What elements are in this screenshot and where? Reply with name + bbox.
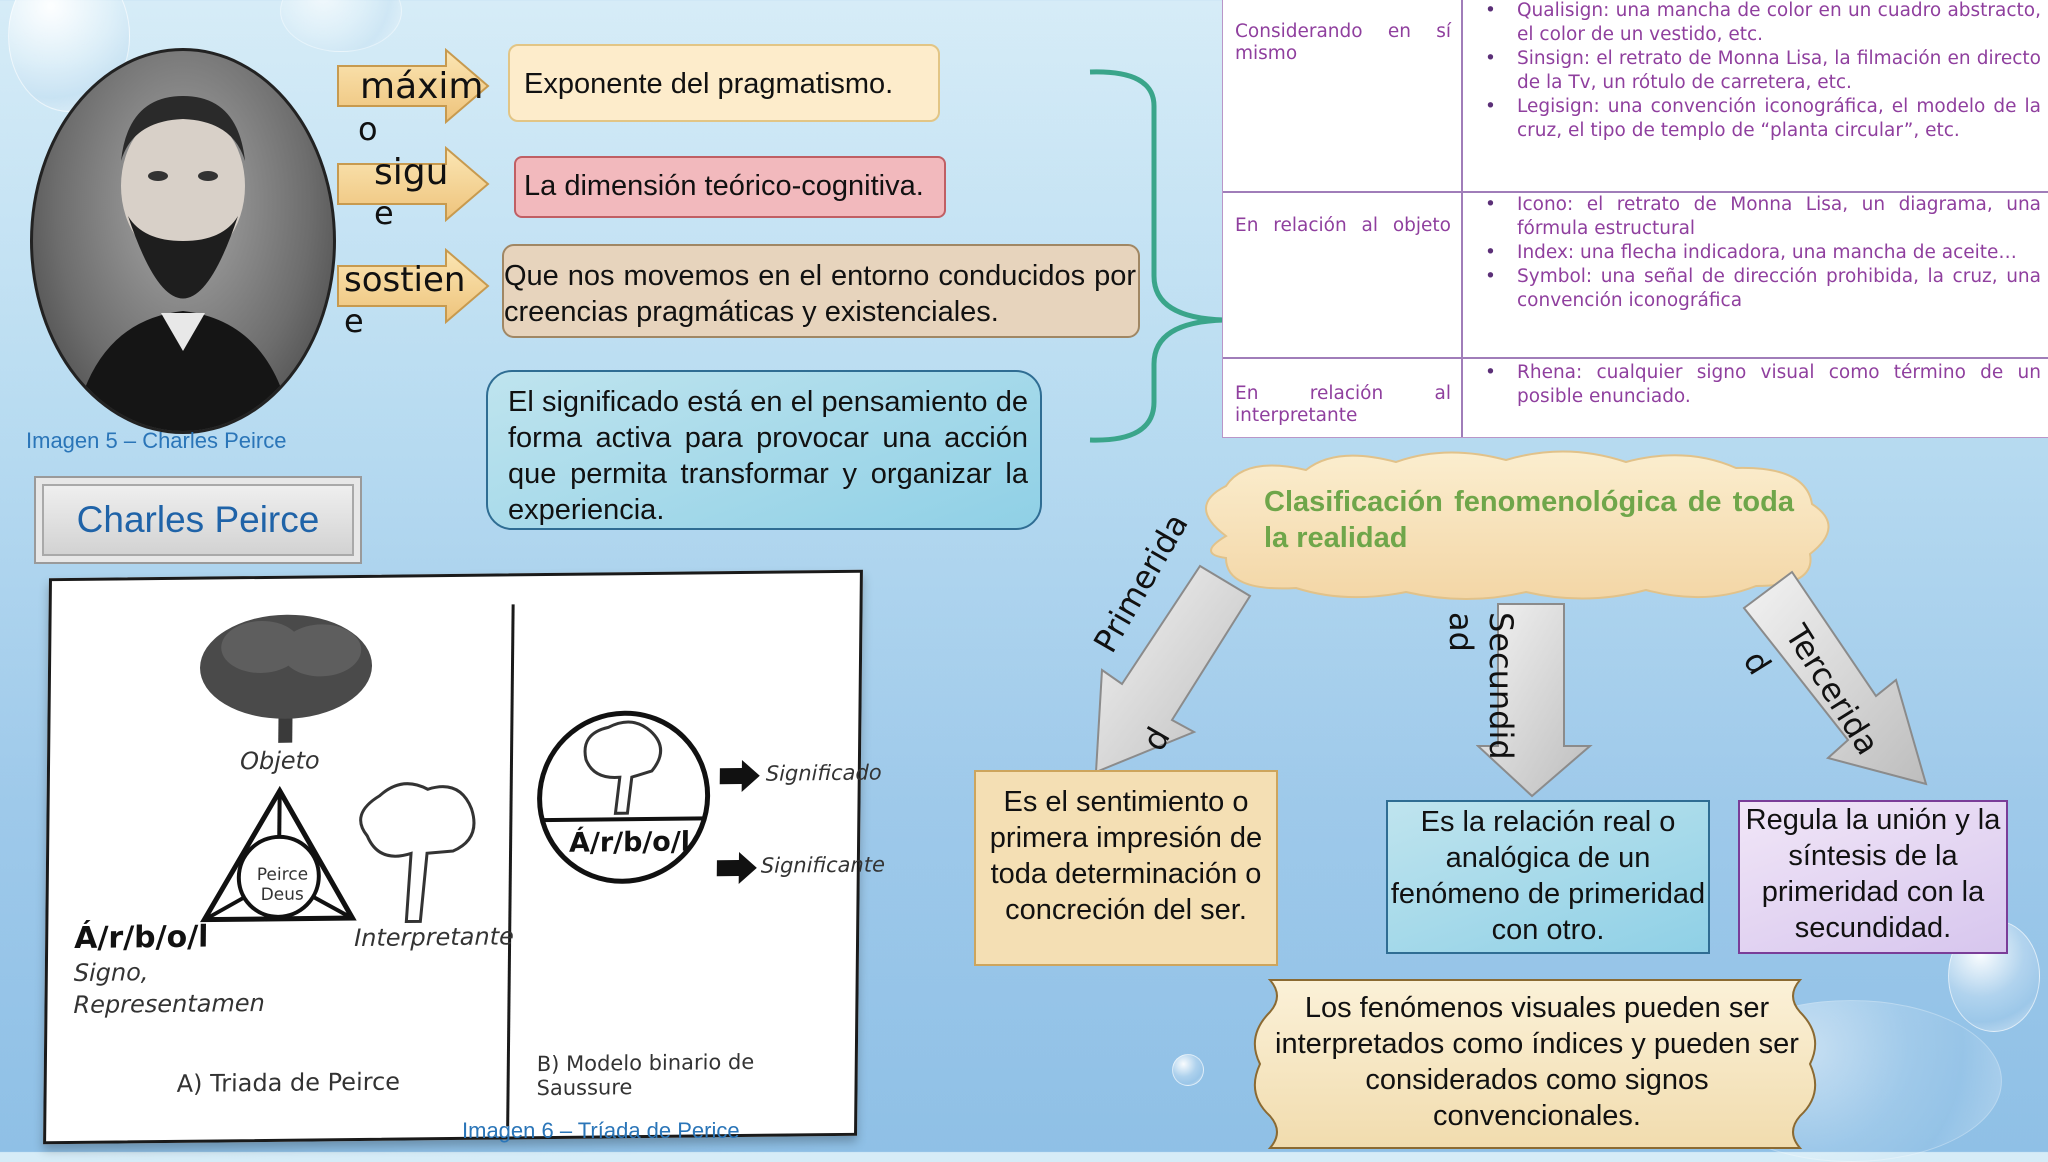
table-row-label: En relación al interpretante — [1235, 383, 1451, 427]
water-drop-decoration — [280, 0, 402, 52]
table-row-items: Rhena: cualquier signo visual como térmi… — [1473, 361, 2041, 409]
triada-label: A) Triada de Peirce — [177, 1068, 401, 1098]
saussure-circle-word: Á/r/b/o/l — [569, 827, 690, 859]
table-item: Legisign: una convención iconográfica, e… — [1473, 95, 2041, 143]
peirce-label-1: Peirce — [257, 865, 308, 886]
portrait-figure — [33, 51, 333, 431]
box-dimension: La dimensión teórico-cognitiva. — [514, 156, 946, 218]
significante-label: Significante — [761, 852, 885, 877]
box-secundidad: Es la relación real o analógica de un fe… — [1386, 800, 1710, 954]
box-dimension-text: La dimensión teórico-cognitiva. — [524, 170, 924, 202]
significado-label: Significado — [766, 761, 882, 786]
table-item: Icono: el retrato de Monna Lisa, un diag… — [1473, 193, 2041, 241]
arrow-secundidad-label-1: Secundid — [1482, 612, 1520, 760]
table-item: Qualisign: una mancha de color en un cua… — [1473, 0, 2041, 47]
diagram-caption: Imagen 6 – Tríada de Perice — [462, 1118, 740, 1144]
tree-outline-icon — [348, 773, 480, 924]
table-row-items: Qualisign: una mancha de color en un cua… — [1473, 0, 2041, 143]
tree-icon — [190, 606, 391, 748]
box-exponente: Exponente del pragmatismo. — [508, 44, 940, 122]
arrow-secundidad-label-2: ad — [1442, 612, 1480, 652]
arrow-sostiene-label-1: sostien — [344, 259, 465, 301]
arrow-sigue-label-2: e — [374, 192, 394, 234]
cloud-text: Clasificación fenomenológica de toda la … — [1264, 484, 1794, 556]
box-significado-text: El significado está en el pensamiento de… — [508, 386, 1028, 526]
table-row: Considerando en sí mismo Qualisign: una … — [1223, 0, 2048, 193]
arrow-right-icon — [715, 850, 759, 886]
saussure-label: B) Modelo binario de Saussure — [536, 1049, 854, 1100]
interpretante-label: Interpretante — [354, 922, 514, 952]
arrow-sigue-label-1: sigu — [374, 152, 448, 194]
box-primeridad-text: Es el sentimiento o primera impresión de… — [990, 786, 1262, 926]
portrait-caption: Imagen 5 – Charles Peirce — [26, 428, 286, 454]
arrow-sostiene-label-2: e — [344, 300, 364, 342]
table-item: Index: una flecha indicadora, una mancha… — [1473, 241, 2041, 265]
table-row: En relación al objeto Icono: el retrato … — [1223, 193, 2048, 359]
box-primeridad: Es el sentimiento o primera impresión de… — [974, 770, 1278, 966]
sign-classification-table: Considerando en sí mismo Qualisign: una … — [1222, 0, 2048, 438]
curly-brace — [1084, 66, 1234, 446]
charles-peirce-portrait — [30, 48, 336, 434]
table-item: Symbol: una señal de dirección prohibida… — [1473, 265, 2041, 313]
box-exponente-text: Exponente del pragmatismo. — [524, 68, 893, 100]
arrow-maximo-label-1: máxim — [360, 66, 484, 108]
box-terceridad-text: Regula la unión y la síntesis de la prim… — [1746, 804, 2001, 944]
charles-peirce-title-button[interactable]: Charles Peirce — [34, 476, 362, 564]
objeto-label: Objeto — [240, 746, 320, 775]
box-entorno-text: Que nos movemos en el entorno conducidos… — [504, 260, 1136, 328]
diagram-divider — [506, 604, 514, 1126]
representamen-label: Representamen — [73, 989, 265, 1019]
box-significado: El significado está en el pensamiento de… — [486, 370, 1042, 530]
table-row-label: En relación al objeto — [1235, 215, 1451, 237]
title-button-label: Charles Peirce — [77, 499, 320, 541]
saussure-circle-icon — [535, 708, 713, 886]
water-drop-decoration — [1172, 1054, 1204, 1086]
scroll-text: Los fenómenos visuales pueden ser interp… — [1262, 990, 1812, 1134]
arrow-maximo-label-2: o — [358, 108, 378, 150]
triada-diagram: Objeto Peirce Deus Á/r/b/o/l Signo, Repr… — [43, 570, 863, 1145]
box-secundidad-text: Es la relación real o analógica de un fe… — [1391, 806, 1705, 946]
peirce-label-2: Deus — [261, 885, 304, 905]
table-row: En relación al interpretante Rhena: cual… — [1223, 359, 2048, 437]
table-row-label: Considerando en sí mismo — [1235, 21, 1451, 65]
table-row-items: Icono: el retrato de Monna Lisa, un diag… — [1473, 193, 2041, 313]
table-item: Sinsign: el retrato de Monna Lisa, la fi… — [1473, 47, 2041, 95]
box-terceridad: Regula la unión y la síntesis de la prim… — [1738, 800, 2008, 954]
table-item: Rhena: cualquier signo visual como térmi… — [1473, 361, 2041, 409]
signo-label: Signo, — [74, 958, 149, 987]
arbol-label: Á/r/b/o/l — [74, 920, 209, 956]
box-entorno: Que nos movemos en el entorno conducidos… — [502, 244, 1140, 338]
arrow-right-icon — [718, 758, 762, 794]
